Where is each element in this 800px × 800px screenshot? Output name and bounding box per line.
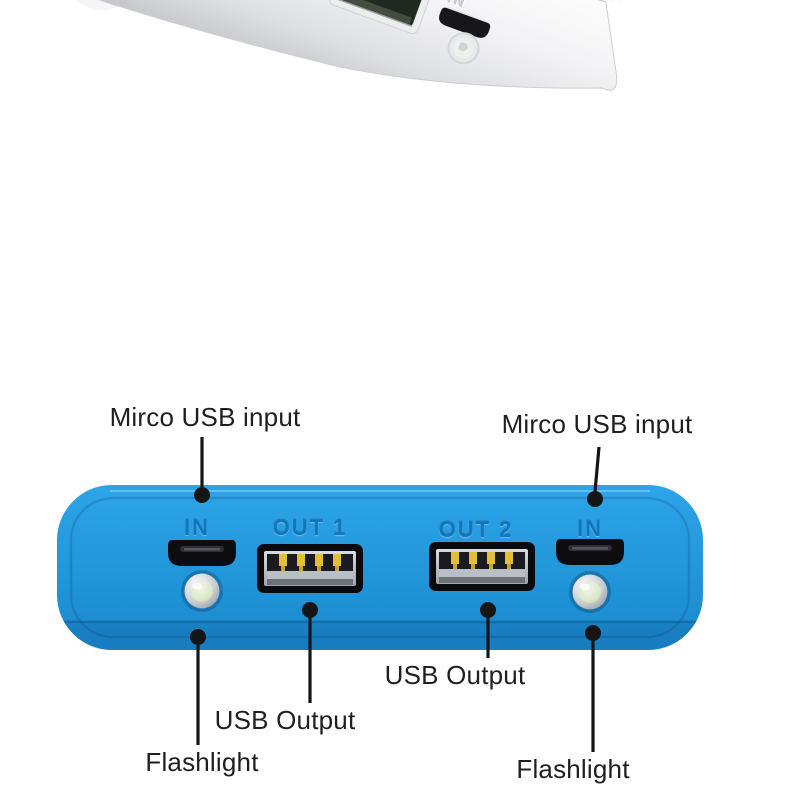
panel-label-out1: OUT 1	[273, 515, 348, 540]
case-front-face	[69, 0, 618, 91]
open-case-photo: − − + +	[45, 0, 800, 91]
panel-label-out2: OUT 2	[439, 517, 514, 542]
blue-case-front: IN OUT 1 OUT 2 IN	[57, 485, 703, 650]
usb-out2-port	[328, 0, 431, 35]
usb-output-port-2	[429, 542, 535, 591]
callout-flashlight-left: Flashlight	[145, 747, 259, 777]
callout-micro-usb-input-right: Mirco USB input	[501, 409, 693, 439]
micro-usb-in-port	[438, 6, 491, 39]
callout-flashlight-right: Flashlight	[516, 754, 630, 784]
port-label-in: IN	[446, 0, 469, 11]
usb-contacts	[279, 554, 341, 571]
callout-usb-output-left: USB Output	[214, 705, 356, 735]
usb-output-port-1	[257, 544, 363, 593]
usb-contacts	[451, 552, 513, 569]
callout-micro-usb-input-left: Mirco USB input	[109, 402, 301, 432]
case-side-rail	[604, 0, 740, 1]
micro-usb-input-port-left	[168, 540, 236, 566]
callout-usb-output-right: USB Output	[384, 660, 526, 690]
panel-label-in-left: IN	[184, 515, 210, 540]
flashlight-led-right	[569, 571, 611, 613]
blue-panel-photo: IN OUT 1 OUT 2 IN	[57, 485, 703, 650]
blue-panel-body	[57, 485, 703, 650]
flashlight-led-left	[181, 570, 223, 612]
flashlight-hole	[447, 32, 480, 65]
tilted-case: − − + +	[45, 0, 800, 91]
micro-usb-input-port-right	[556, 539, 624, 565]
panel-groove	[69, 496, 691, 639]
panel-label-in-right: IN	[577, 516, 603, 541]
